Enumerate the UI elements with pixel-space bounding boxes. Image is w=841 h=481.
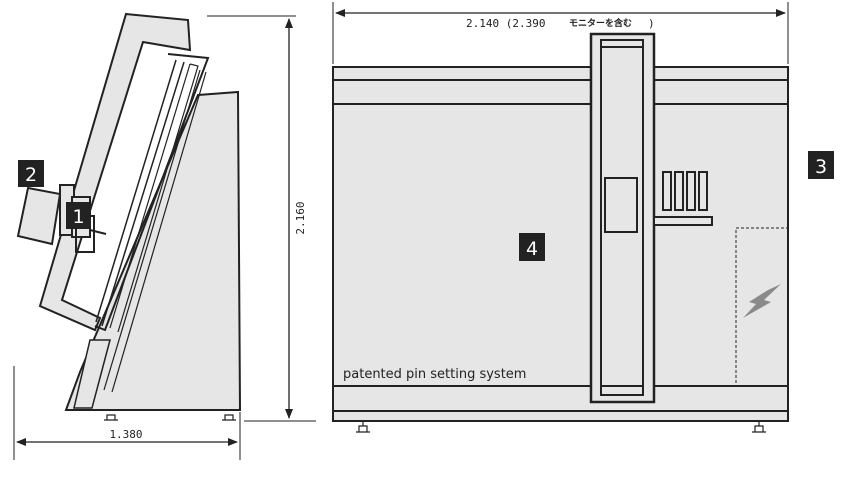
svg-text:3: 3: [815, 156, 827, 178]
depth-dimension: 1.380: [13, 366, 241, 460]
front-view: patented pin setting system: [332, 32, 789, 433]
svg-text:2: 2: [25, 164, 37, 186]
depth-dimension-label: 1.380: [109, 428, 142, 441]
side-view-rails: [94, 53, 210, 393]
leveling-foot-icon: [356, 421, 370, 433]
pin-setting-caption: patented pin setting system: [343, 367, 526, 382]
badge-2: 2: [18, 160, 44, 187]
side-view: [16, 12, 242, 421]
badge-4: 4: [519, 233, 545, 261]
width-dimension-close: ): [648, 17, 655, 30]
pin-shelf: [653, 216, 713, 226]
height-dimension-label: 2.160: [294, 201, 307, 234]
front-view-body: [332, 66, 789, 422]
svg-text:4: 4: [526, 238, 538, 260]
front-view-bottom-band: [332, 385, 789, 422]
side-view-base-strip: [73, 339, 111, 409]
electrical-cabinet: [735, 227, 789, 387]
monitor-screen: [604, 177, 638, 233]
side-view-frame-outer: [38, 12, 192, 332]
lightning-bolt-icon: [743, 284, 781, 318]
leveling-foot-icon: [104, 414, 118, 421]
leveling-foot-icon: [752, 421, 766, 433]
badge-3: 3: [808, 151, 834, 179]
front-view-top-band: [332, 66, 789, 105]
width-dimension-label: 2.140 (2.390: [466, 17, 545, 30]
svg-text:1: 1: [72, 206, 84, 228]
width-dimension: 2.140 (2.390 モニターを含む ): [332, 2, 789, 64]
side-view-monitor: [16, 186, 62, 246]
pin-slots: [662, 171, 708, 211]
height-dimension: 2.160: [207, 15, 316, 422]
leveling-foot-icon: [222, 414, 236, 421]
badge-1: 1: [66, 202, 91, 229]
width-dimension-note: モニターを含む: [569, 17, 632, 29]
